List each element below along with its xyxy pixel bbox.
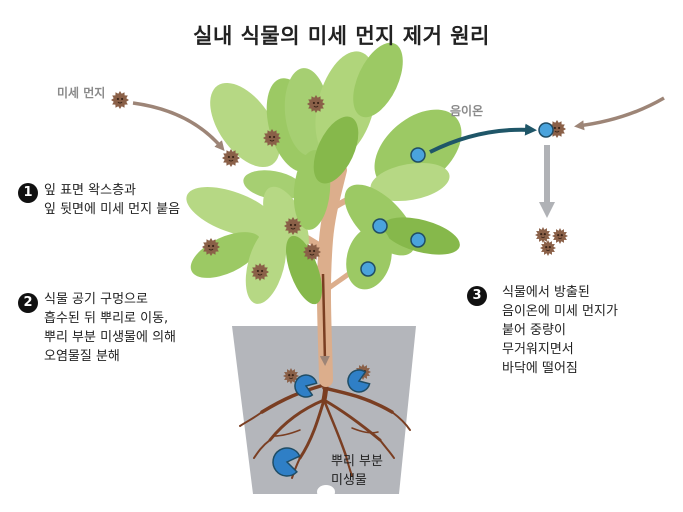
dust-to-anion-arrow (574, 96, 665, 131)
dust-particle (552, 228, 568, 244)
dust-particle (284, 217, 302, 235)
root-microbe-label-line: 뿌리 부분 (331, 454, 383, 469)
step-2-text: 식물 공기 구멍으로 흡수된 뒤 뿌리로 이동, 뿌리 부분 미생물에 의해 오… (44, 290, 176, 366)
step-2-number: 2 (18, 293, 38, 313)
anion-ion (360, 261, 376, 277)
step-3-line: 무거워지면서 (502, 342, 574, 357)
dust-particle (535, 227, 551, 243)
step-1-text: 잎 표면 왁스층과 잎 뒷면에 미세 먼지 붙음 (44, 181, 180, 219)
anion-release-arrow (429, 123, 537, 154)
step-2-line: 뿌리 부분 미생물에 의해 (44, 330, 176, 345)
dust-particle (283, 368, 299, 384)
step-3-line: 식물에서 방출된 (502, 285, 590, 300)
pot-drain-hole (317, 485, 335, 499)
step-2-line: 흡수된 뒤 뿌리로 이동, (44, 311, 169, 326)
root-transport-arrow (319, 273, 330, 366)
roots (239, 327, 411, 479)
diagram-title: 실내 식물의 미세 먼지 제거 원리 (193, 24, 490, 48)
dust-label: 미세 먼지 (57, 86, 106, 100)
step-1-number: 1 (18, 183, 38, 203)
dust-particle (263, 129, 281, 147)
anion-ion (410, 232, 426, 248)
dust-particle (307, 95, 325, 113)
dust-particle (222, 149, 240, 167)
root-microbe (272, 447, 301, 477)
step-1-line: 잎 표면 왁스층과 (44, 183, 136, 198)
step-1-line: 잎 뒷면에 미세 먼지 붙음 (44, 202, 181, 217)
dust-particle (111, 91, 129, 109)
root-microbe-label-line: 미생물 (331, 473, 367, 488)
root-microbe (347, 369, 371, 393)
step-3-line: 바닥에 떨어짐 (502, 361, 578, 376)
dust-inflow-arrow (132, 101, 225, 152)
dust-particle (303, 243, 321, 261)
step-2-line: 오염물질 분해 (44, 349, 120, 364)
anion-label: 음이온 (450, 104, 484, 118)
anion-ion (372, 218, 388, 234)
dust-particle (540, 240, 556, 256)
root-microbe-label: 뿌리 부분 미생물 (331, 452, 383, 490)
root-microbe (294, 374, 318, 398)
dust-particle (202, 238, 220, 256)
step-3-text: 식물에서 방출된 음이온에 미세 먼지가 붙어 중량이 무거워지면서 바닥에 떨… (502, 283, 618, 378)
step-3-line: 음이온에 미세 먼지가 (502, 304, 618, 319)
anion-ion (538, 122, 554, 138)
anion-ion (410, 147, 426, 163)
dust-particle (251, 263, 269, 281)
step-2-line: 식물 공기 구멍으로 (44, 292, 148, 307)
step-3-number: 3 (467, 286, 487, 306)
step-3-line: 붙어 중량이 (502, 323, 566, 338)
